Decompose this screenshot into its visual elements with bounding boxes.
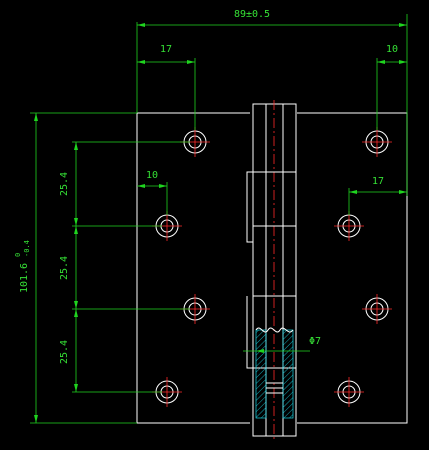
pin-diameter-label: Φ7 bbox=[309, 336, 321, 347]
knuckle-step-3 bbox=[246, 296, 253, 369]
hole-right-2 bbox=[334, 211, 364, 241]
overall-height-label: 101.6 bbox=[19, 263, 30, 293]
pin-section bbox=[255, 327, 294, 419]
right-top-offset-label: 10 bbox=[386, 44, 398, 55]
hole-spacing-label-3: 25.4 bbox=[59, 340, 70, 364]
pin-hatch-left bbox=[255, 329, 267, 419]
right-leaf-outline bbox=[297, 112, 408, 424]
hole-right-1 bbox=[362, 127, 392, 157]
left-leaf-outline bbox=[136, 112, 250, 424]
overall-width-label: 89±0.5 bbox=[234, 9, 270, 20]
dimension-labels: 89±0.5 17 10 10 17 25.4 25.4 25.4 101.6 … bbox=[14, 9, 398, 364]
hole-spacing-label-2: 25.4 bbox=[59, 256, 70, 280]
knuckle-step-1 bbox=[246, 113, 297, 243]
left-top-offset-label: 17 bbox=[160, 44, 172, 55]
screw-holes bbox=[152, 127, 392, 407]
hole-right-3 bbox=[362, 294, 392, 324]
pin-hatch-right bbox=[282, 329, 294, 419]
height-tol-lower: -0.4 bbox=[23, 240, 31, 257]
height-tol-upper: 0 bbox=[14, 253, 22, 257]
pin-break-line bbox=[255, 327, 294, 333]
knuckle-step-2 bbox=[253, 225, 297, 297]
left-mid-offset-label: 10 bbox=[146, 170, 158, 181]
right-mid-offset-label: 17 bbox=[372, 176, 384, 187]
leaf-outlines bbox=[136, 112, 408, 424]
hole-right-4 bbox=[334, 377, 364, 407]
hole-spacing-label-1: 25.4 bbox=[59, 172, 70, 196]
dimension-lines bbox=[30, 14, 408, 424]
